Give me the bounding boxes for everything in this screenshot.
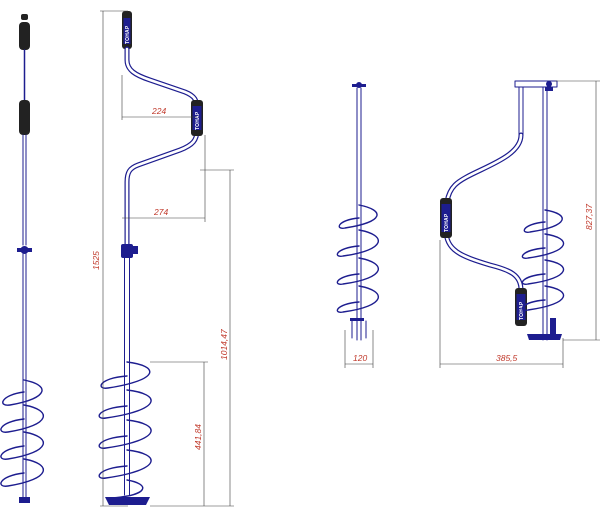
- dim-lower-section: 1014,47: [219, 329, 229, 360]
- dim-total-length: 1525: [91, 251, 101, 270]
- folded-front-view: ТОНАР ТОНАР: [440, 80, 565, 341]
- dimensions-view3: 120: [344, 330, 374, 368]
- dimensions-view2: 1525 224 274 1014,47 441,84: [91, 10, 234, 507]
- brand-label-top: ТОНАР: [125, 25, 131, 44]
- dim-folded-length: 385,5: [496, 353, 518, 363]
- dim-handle-offset-bottom: 274: [153, 207, 168, 217]
- auger-front-view: ТОНАР ТОНАР: [98, 11, 203, 505]
- dimensions-view4: 385,5 827,37: [439, 80, 600, 368]
- brand-label-folded-bottom: ТОНАР: [519, 301, 525, 320]
- auger-side-view: [0, 14, 44, 503]
- dim-folded-height: 827,37: [584, 204, 594, 230]
- brand-label-side: ТОНАР: [195, 111, 201, 130]
- dim-handle-offset-top: 224: [151, 106, 166, 116]
- dim-folded-width: 120: [353, 353, 367, 363]
- dim-auger-length: 441,84: [193, 424, 203, 450]
- folded-side-view: [336, 82, 379, 341]
- brand-label-folded-side: ТОНАР: [444, 213, 450, 232]
